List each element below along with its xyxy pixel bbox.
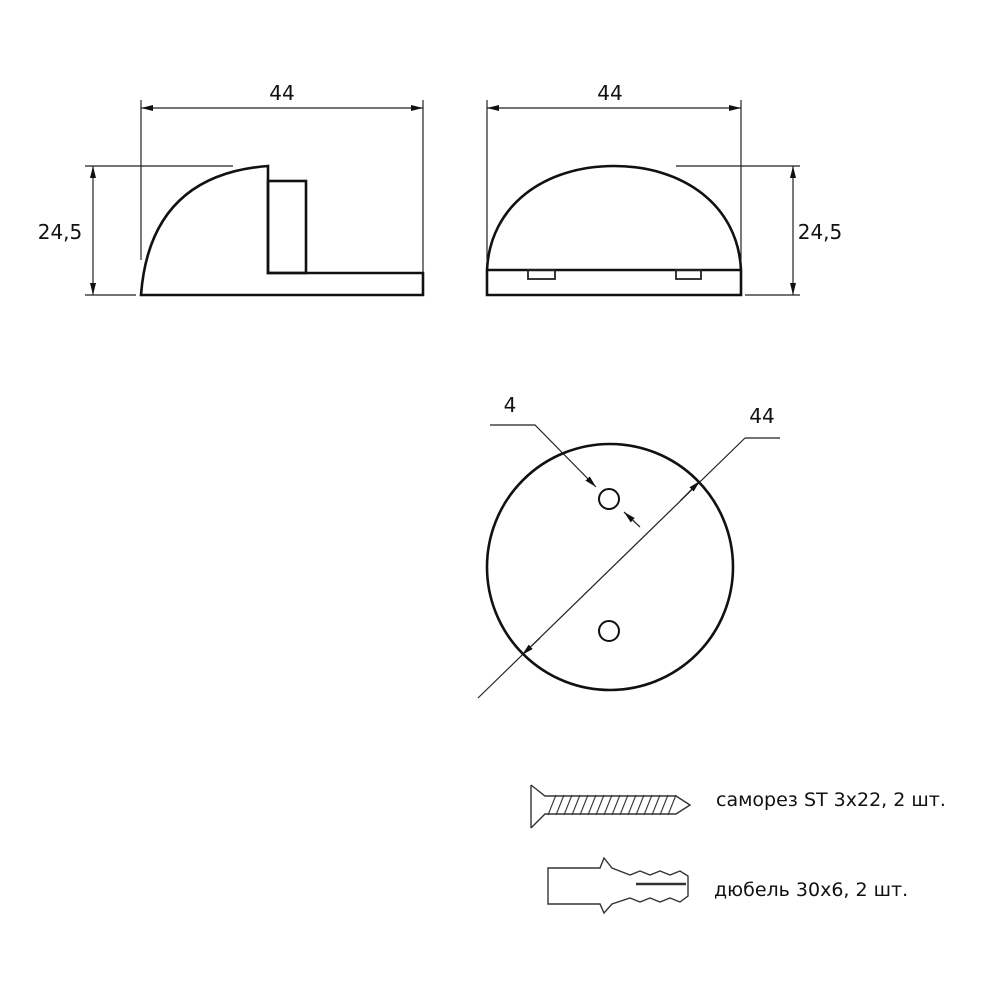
height-label: 24,5 <box>798 220 843 244</box>
wall-plug-icon <box>547 856 689 915</box>
tab-left <box>527 269 556 280</box>
side-view: 44 24,5 <box>38 81 425 297</box>
height-label: 24,5 <box>38 220 83 244</box>
mounting-hole-top <box>598 488 620 510</box>
width-label: 44 <box>269 81 294 105</box>
screw-icon <box>530 784 692 829</box>
front-view: 44 24,5 <box>485 81 843 297</box>
mounting-hole-bottom <box>598 620 620 642</box>
screw-label: саморез ST 3x22, 2 шт. <box>716 789 946 811</box>
diameter-label: 44 <box>749 404 774 428</box>
hole-diameter-label: 4 <box>504 393 517 417</box>
tab-right <box>675 269 702 280</box>
side-view-outline <box>139 164 425 297</box>
bottom-view: 44 4 <box>477 393 780 699</box>
diameter-dimension-line <box>477 437 746 699</box>
wall-plug-label: дюбель 30x6, 2 шт. <box>714 879 908 901</box>
width-label: 44 <box>597 81 622 105</box>
front-view-outline <box>485 164 743 297</box>
rubber-stop <box>266 179 308 275</box>
base-circle <box>485 442 735 692</box>
